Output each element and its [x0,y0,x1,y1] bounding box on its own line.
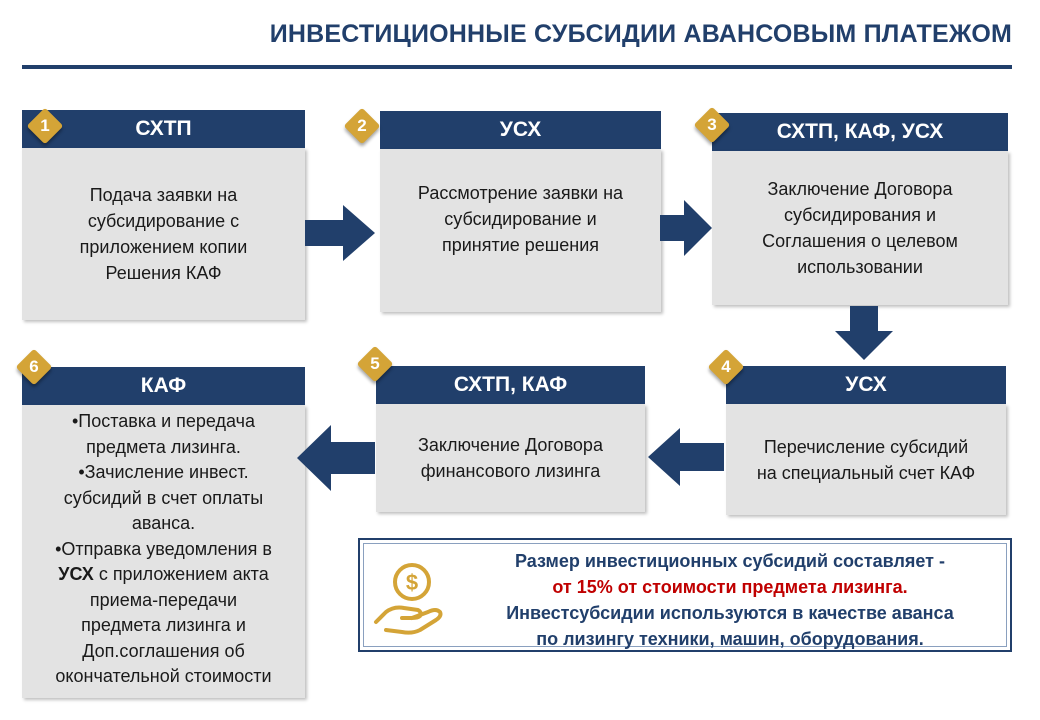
info-line: Размер инвестиционных субсидий составляе… [515,551,945,571]
arrow-right-icon [660,200,712,256]
step-1-line: Подача заявки на [89,185,238,205]
step-5-number: 5 [370,354,380,373]
step-2-line: субсидирование и [444,209,597,229]
step-1-line: приложением копии [79,237,248,257]
step-4-badge: 4 [707,348,745,386]
list-line: предмета лизинга и [81,615,246,635]
list-item: •Отправка уведомления в УСХ с приложение… [30,537,297,690]
step-2-head: УСХ [380,111,661,149]
arrow-left-icon [297,425,375,491]
step-1: СХТП Подача заявки на субсидирование с п… [22,110,305,320]
step-3-number: 3 [707,115,717,134]
step-6-number: 6 [29,357,39,376]
step-2-line: принятие решения [441,235,599,255]
list-line: •Зачисление инвест. [78,462,249,482]
list-line: окончательной стоимости [55,666,272,686]
info-text: Размер инвестиционных субсидий составляе… [456,548,1004,652]
list-line: Доп.соглашения об [82,640,245,661]
step-4-line: Перечисление субсидий [763,436,969,457]
list-line: •Отправка уведомления в [55,538,272,559]
step-4: УСХ Перечисление субсидий на специальный… [726,366,1006,515]
list-line: предмета лизинга. [86,436,241,457]
step-5-line: финансового лизинга [420,461,601,481]
title-rule [22,65,1012,69]
step-1-number: 1 [40,116,50,135]
step-3-line: Заключение Договора [767,179,953,199]
step-6-head: КАФ [22,367,305,405]
arrow-down-icon [835,306,893,360]
step-6: КАФ [22,367,305,405]
svg-text:$: $ [406,570,418,595]
info-line: Инвестсубсидии используются в качестве а… [506,603,954,623]
list-item: •Зачисление инвест. субсидий в счет опла… [30,460,297,537]
step-1-line: субсидирование с [87,211,240,231]
info-box: $ Размер инвестиционных субсидий составл… [358,538,1012,652]
step-3-line: Соглашения о целевом [762,231,958,251]
hand-coin-icon: $ [374,563,443,635]
step-5-head: СХТП, КАФ [376,366,645,404]
step-4-head: УСХ [726,366,1006,404]
bold-word: УСХ [58,564,94,584]
list-line-rest: с приложением акта [98,564,269,584]
step-1-head: СХТП [22,110,305,148]
list-line: УСХ с приложением акта [30,562,297,588]
list-item: •Поставка и передача предмета лизинга. [30,409,297,460]
step-5-body: Заключение Договора финансового лизинга [376,404,645,512]
step-2-badge: 2 [343,107,381,145]
step-6-badge: 6 [15,348,53,386]
page-title: ИНВЕСТИЦИОННЫЕ СУБСИДИИ АВАНСОВЫМ ПЛАТЕЖ… [269,20,1012,48]
step-3-line: субсидирования и [783,205,937,225]
step-4-number: 4 [721,357,731,376]
step-3-head: СХТП, КАФ, УСХ [712,113,1008,151]
list-line: •Поставка и передача [71,411,256,431]
arrow-right-icon [305,205,375,261]
step-1-line: Решения КАФ [105,263,222,283]
step-4-line: на специальный счет КАФ [756,462,976,483]
step-4-body: Перечисление субсидий на специальный сче… [726,404,1006,515]
step-1-badge: 1 [26,107,64,145]
step-2-number: 2 [357,116,367,135]
step-3: СХТП, КАФ, УСХ Заключение Договора субси… [712,113,1008,305]
info-line: по лизингу техники, машин, оборудования. [536,629,924,649]
step-2: УСХ Рассмотрение заявки на субсидировани… [380,111,661,312]
step-1-body: Подача заявки на субсидирование с прилож… [22,148,305,320]
step-3-body: Заключение Договора субсидирования и Сог… [712,151,1008,305]
step-6-body: •Поставка и передача предмета лизинга. •… [22,405,305,698]
step-3-line: использовании [797,257,923,277]
step-3-badge: 3 [693,106,731,144]
step-5-line: Заключение Договора [418,435,603,455]
step-2-body: Рассмотрение заявки на субсидирование и … [380,149,661,312]
step-5-badge: 5 [356,345,394,383]
step-5: СХТП, КАФ Заключение Договора финансовог… [376,366,645,512]
arrow-left-icon [648,428,724,486]
step-2-line: Рассмотрение заявки на [417,183,624,203]
list-line: аванса. [131,513,196,533]
list-line: приема-передачи [89,589,238,610]
list-line: субсидий в счет оплаты [63,487,264,508]
info-line-red: от 15% от стоимости предмета лизинга. [552,577,908,597]
